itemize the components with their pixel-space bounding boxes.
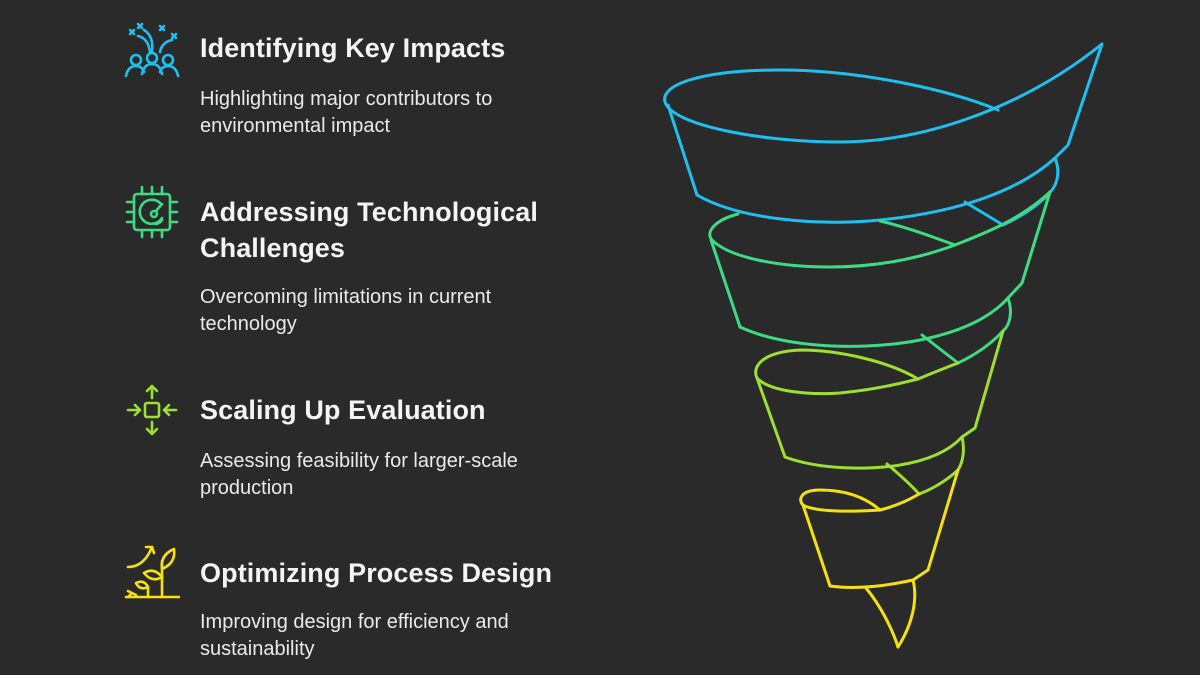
stage-1-title: Identifying Key Impacts [200,33,506,63]
stage-1-description: Highlighting major contributors to envir… [200,88,493,137]
stage-3-description: Assessing feasibility for larger-scale p… [200,450,518,499]
stage-3-title: Scaling Up Evaluation [200,395,486,425]
growth-plant-icon [124,543,180,599]
funnel-band-3 [754,329,1005,496]
stage-4-description: Improving design for efficiency and sust… [200,611,509,660]
stage-4-title: Optimizing Process Design [200,558,553,588]
stage-2-title: Addressing Technological Challenges [200,197,538,263]
funnel-band-4 [799,468,960,649]
people-celebration-icon [124,22,180,78]
scale-arrows-icon [124,382,180,438]
funnel-band-2 [708,190,1052,365]
funnel-band-1 [663,42,1104,227]
stage-2-description: Overcoming limitations in current techno… [200,286,492,335]
chip-gauge-icon [124,184,180,240]
